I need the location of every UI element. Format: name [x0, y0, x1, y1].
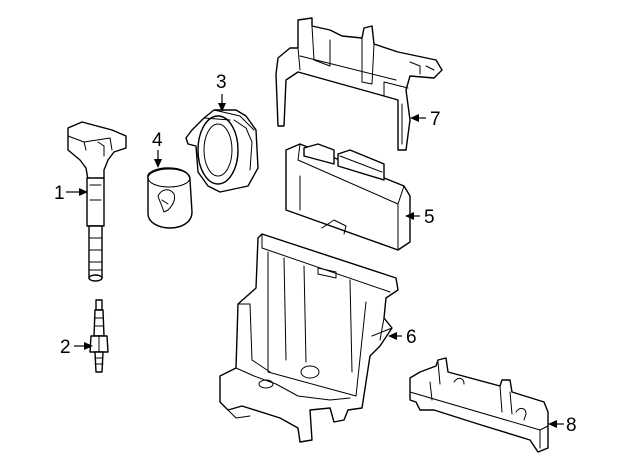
engine-control-module	[285, 143, 411, 251]
upper-bracket	[275, 17, 443, 151]
callout-3: 3	[216, 72, 227, 112]
callout-number-5: 5	[424, 207, 435, 228]
callout-5: 5	[405, 207, 435, 228]
callout-number-1: 1	[54, 183, 65, 204]
air-flow-housing	[185, 109, 259, 193]
callout-number-8: 8	[566, 415, 577, 436]
callout-8: 8	[548, 415, 577, 436]
callout-1: 1	[54, 183, 88, 204]
module-tray	[219, 233, 399, 443]
spark-plug	[89, 299, 109, 373]
callout-6: 6	[388, 327, 417, 348]
callout-number-4: 4	[152, 130, 163, 151]
ignition-coil	[67, 121, 127, 282]
callout-number-7: 7	[430, 109, 441, 130]
callout-7: 7	[410, 109, 441, 130]
callout-number-3: 3	[216, 72, 227, 93]
callout-number-6: 6	[406, 327, 417, 348]
callout-number-2: 2	[60, 337, 71, 358]
callout-4: 4	[152, 130, 163, 168]
callout-2: 2	[60, 337, 93, 358]
lower-bracket	[409, 357, 549, 453]
cover-cap	[147, 167, 193, 229]
